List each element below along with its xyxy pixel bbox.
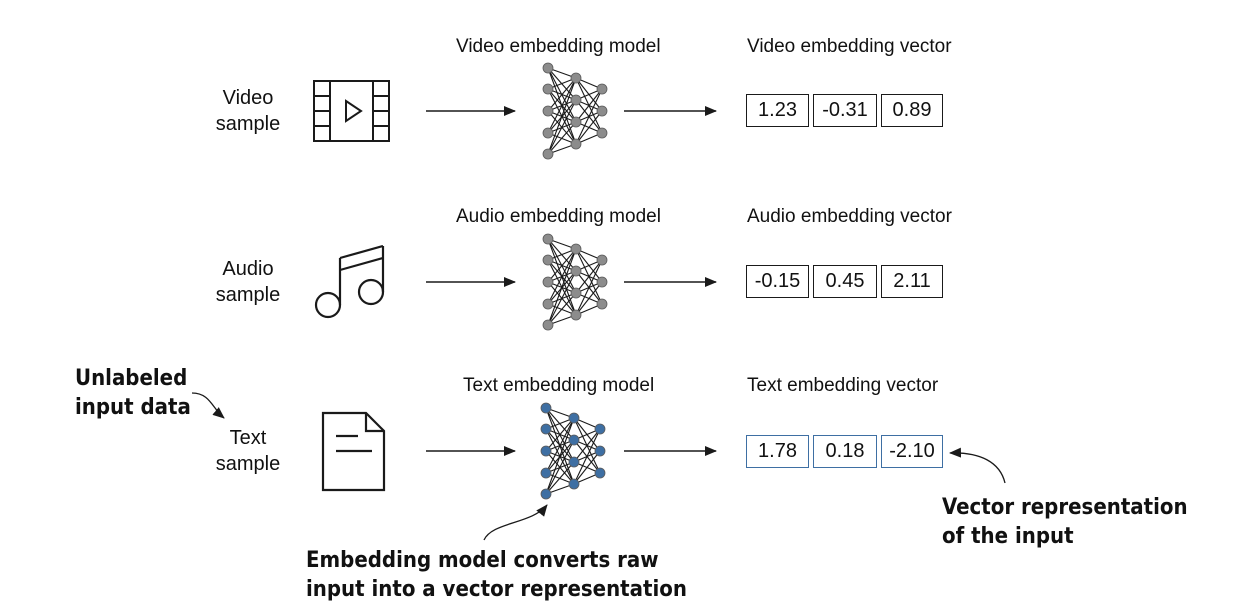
text-model-title: Text embedding model (463, 375, 655, 396)
audio-model-title: Audio embedding model (456, 206, 661, 227)
audio-neural-network-icon (542, 233, 608, 331)
text-vector-cell-2: 0.18 (813, 435, 877, 468)
model-converts-callout-arrow (483, 504, 548, 541)
unlabeled-callout-arrow (191, 392, 225, 419)
video-model-title: Video embedding model (456, 36, 661, 57)
text-neural-network-icon (540, 402, 606, 500)
audio-vector-cell-1: -0.15 (746, 265, 809, 298)
audio-vector-cell-2: 0.45 (813, 265, 877, 298)
audio-sample-line2: sample (215, 284, 281, 306)
model-converts-callout: Embedding model converts raw input into … (306, 546, 687, 604)
unlabeled-input-callout: Unlabeled input data (75, 364, 191, 422)
unlabeled-callout-line2: input data (75, 395, 191, 420)
video-sample-line2: sample (215, 113, 281, 135)
unlabeled-callout-line1: Unlabeled (75, 366, 188, 391)
video-vector-cell-3: 0.89 (881, 94, 943, 127)
video-sample-label: Video sample (203, 85, 293, 137)
text-sample-line2: sample (215, 453, 281, 475)
video-vector-cell-1: 1.23 (746, 94, 809, 127)
text-document-icon (321, 411, 386, 492)
vector-rep-callout-line1: Vector representation (942, 495, 1188, 520)
text-vector-title: Text embedding vector (747, 375, 939, 396)
audio-vector-title: Audio embedding vector (747, 206, 952, 227)
model-converts-callout-line1: Embedding model converts raw (306, 548, 659, 573)
audio-sample-line1: Audio (222, 258, 274, 280)
video-sample-line1: Video (222, 87, 274, 109)
text-sample-label: Text sample (203, 425, 293, 477)
audio-sample-label: Audio sample (203, 256, 293, 308)
text-vector-cell-3: -2.10 (881, 435, 943, 468)
video-vector-title: Video embedding vector (747, 36, 952, 57)
model-converts-callout-line2: input into a vector representation (306, 577, 687, 602)
video-file-icon (313, 80, 390, 142)
music-note-icon (314, 244, 385, 319)
vector-representation-callout: Vector representation of the input (942, 493, 1188, 551)
vector-rep-callout-arrow (949, 447, 1006, 484)
text-vector-cell-1: 1.78 (746, 435, 809, 468)
audio-vector-cell-3: 2.11 (881, 265, 943, 298)
text-sample-line1: Text (229, 427, 267, 449)
video-vector-cell-2: -0.31 (813, 94, 877, 127)
video-neural-network-icon (542, 62, 608, 160)
vector-rep-callout-line2: of the input (942, 524, 1074, 549)
